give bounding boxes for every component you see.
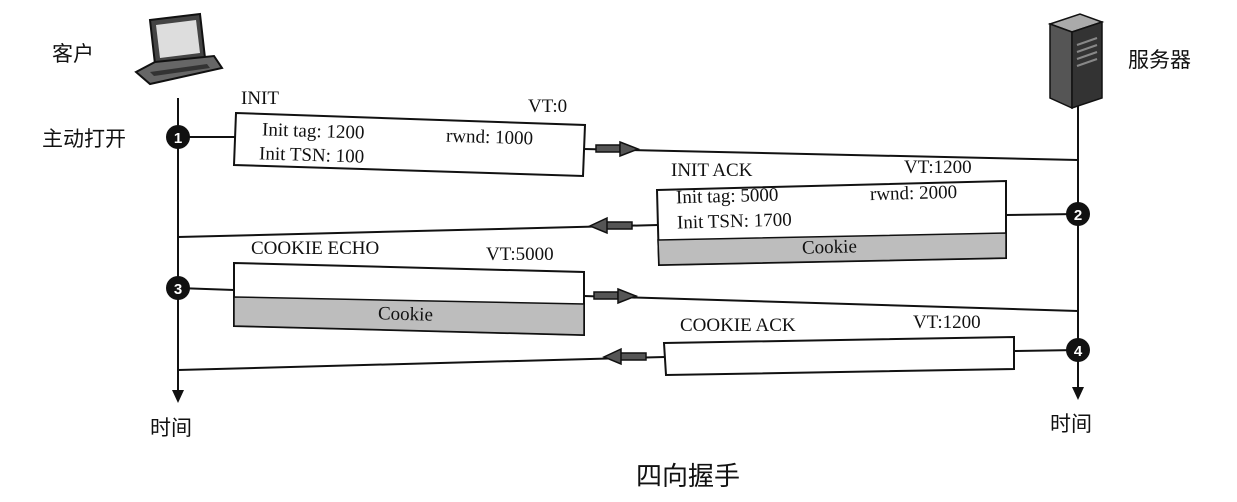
- init-ack-line-right: [1005, 213, 1079, 216]
- time-label-right: 时间: [1050, 412, 1092, 436]
- init-ack-vt: VT:1200: [904, 157, 972, 178]
- server-timeline-arrow: [1072, 387, 1084, 400]
- init-ack-arrow-icon: [588, 216, 633, 235]
- client-label: 客户: [52, 42, 94, 66]
- init-line-right: [583, 148, 1079, 161]
- server-icon: [1047, 13, 1105, 110]
- init-ack-name: INIT ACK: [671, 160, 753, 181]
- init-name: INIT: [241, 88, 279, 109]
- init-packet: [232, 111, 587, 178]
- init-ack-cookie: Cookie: [801, 236, 858, 259]
- init-vt: VT:0: [528, 96, 568, 117]
- laptop-icon: [134, 12, 224, 86]
- cookie-ack-packet: [662, 335, 1015, 377]
- step-circle-3: 3: [166, 276, 190, 300]
- init-ack-tag: Init tag: 5000: [675, 184, 779, 209]
- cookie-echo-vt: VT:5000: [486, 244, 554, 265]
- step-circle-2: 2: [1066, 202, 1090, 226]
- init-ack-cookie-band: [657, 232, 1007, 266]
- cookie-ack-arrow-icon: [602, 347, 647, 366]
- init-tsn: Init TSN: 100: [258, 143, 365, 168]
- init-tag: Init tag: 1200: [261, 119, 365, 144]
- cookie-echo-cookie-band: [233, 296, 585, 336]
- caption: 四向握手: [636, 462, 741, 492]
- step-circle-1: 1: [166, 125, 190, 149]
- svg-text:4: 4: [1074, 343, 1083, 360]
- active-open-label: 主动打开: [42, 127, 126, 151]
- init-ack-tsn: Init TSN: 1700: [676, 209, 792, 234]
- cookie-echo-name: COOKIE ECHO: [251, 238, 380, 259]
- cookie-echo-arrow-icon: [593, 287, 639, 305]
- init-ack-line-left: [177, 224, 659, 238]
- svg-text:3: 3: [174, 281, 182, 298]
- client-timeline-arrow: [172, 390, 184, 403]
- server-label: 服务器: [1128, 48, 1191, 72]
- svg-text:2: 2: [1074, 207, 1082, 224]
- svg-text:1: 1: [174, 130, 182, 147]
- init-ack-rwnd: rwnd: 2000: [869, 181, 958, 206]
- time-label-left: 时间: [150, 416, 192, 440]
- cookie-ack-name: COOKIE ACK: [680, 315, 796, 336]
- step-circle-4: 4: [1066, 338, 1090, 362]
- init-rwnd: rwnd: 1000: [445, 125, 534, 150]
- cookie-ack-vt: VT:1200: [913, 312, 981, 333]
- cookie-echo-cookie: Cookie: [377, 303, 434, 326]
- cookie-echo-line-right: [583, 295, 1079, 312]
- cookie-ack-line-left: [177, 356, 666, 371]
- init-arrow-icon: [595, 140, 641, 158]
